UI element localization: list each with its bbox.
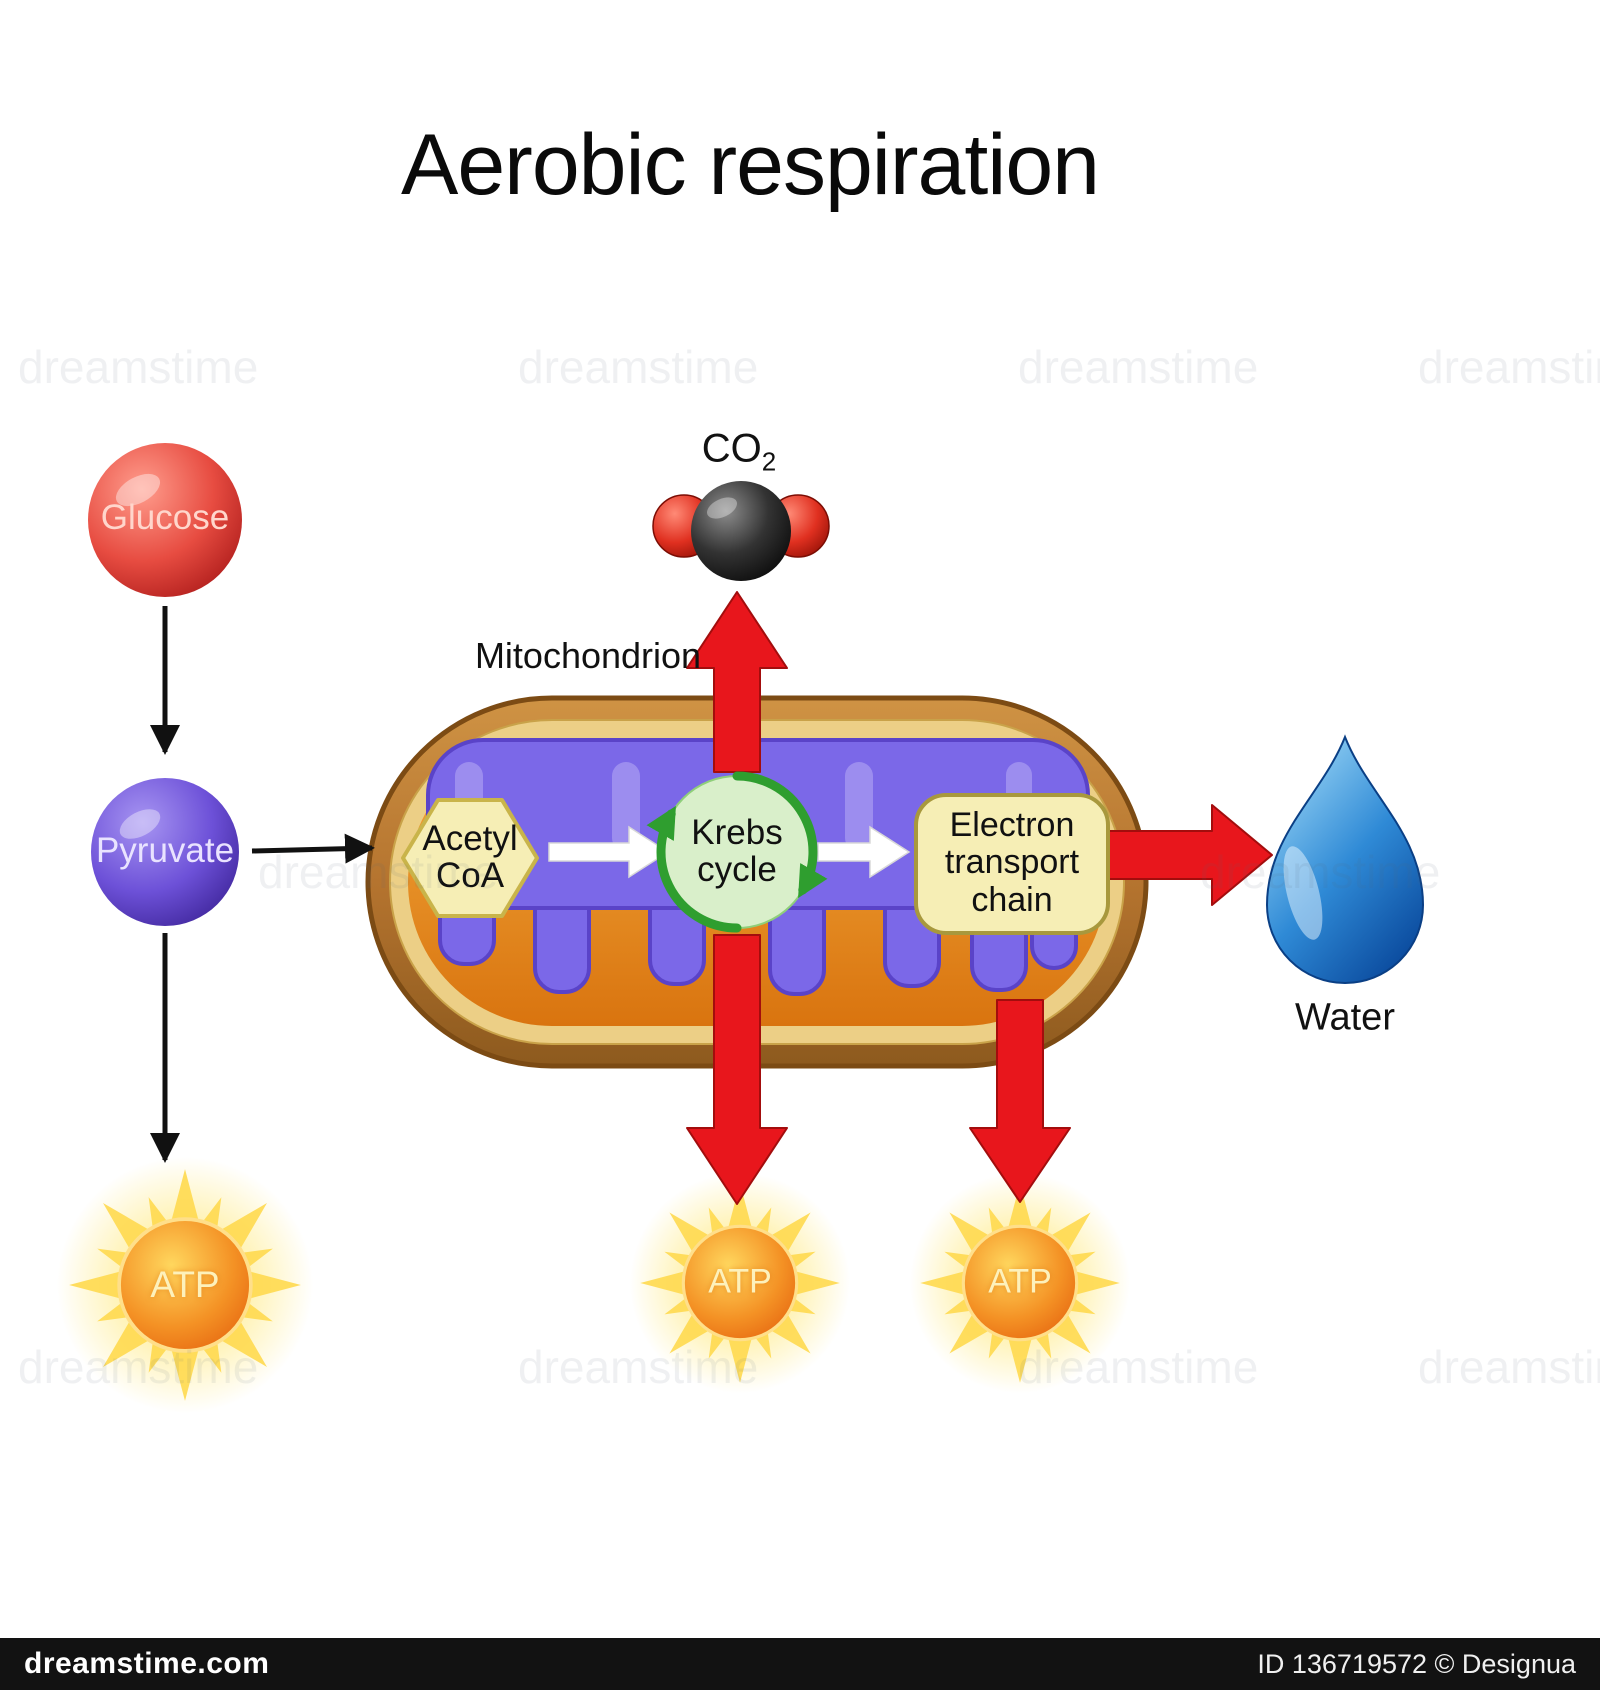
red-arrow-up-co2 (686, 591, 788, 773)
acetyl-line1: Acetyl (422, 818, 518, 858)
red-arrow-right-water (1107, 804, 1273, 906)
mitochondrion-label: Mitochondrion (474, 635, 702, 676)
pyruvate-sphere (91, 778, 239, 926)
co2-molecule (652, 481, 830, 581)
etc-line2: transport (944, 843, 1080, 882)
electron-transport-chain-label: Electron transport chain (944, 805, 1080, 919)
white-arrows (548, 825, 911, 879)
footer-credit: ID 136719572 © Designua (1257, 1648, 1576, 1679)
etc-line3: chain (971, 880, 1053, 919)
white-arrow-krebs-etc (817, 825, 911, 879)
red-arrow-down-etc-atp (969, 999, 1071, 1203)
white-arrow-acetyl-krebs (548, 825, 670, 879)
krebs-cycle-label: Krebs cycle (691, 814, 782, 888)
pyruvate-label: Pyruvate (95, 831, 235, 870)
acetyl-coa-label: Acetyl CoA (422, 820, 517, 894)
acetyl-coa-hexagon (401, 798, 539, 918)
black-arrow-pyruvate-mitochondrion (251, 833, 375, 864)
krebs-line2: cycle (697, 850, 777, 889)
atp-label-right: ATP (988, 1262, 1052, 1301)
red-arrows (686, 591, 1273, 1205)
footer-bar: dreamstime.com ID 136719572 © Designua (0, 1638, 1600, 1690)
water-label: Water (1295, 996, 1395, 1039)
acetyl-line2: CoA (435, 856, 505, 895)
black-arrows (150, 606, 375, 1163)
krebs-cycle-circle (646, 771, 828, 933)
water-droplet-icon (1265, 734, 1425, 984)
atp-label-middle: ATP (708, 1262, 772, 1301)
co2-base: CO (701, 426, 762, 471)
atp-label-left: ATP (150, 1264, 220, 1305)
co2-label: CO2 (702, 427, 776, 478)
red-arrow-down-krebs-atp (686, 934, 788, 1205)
footer-site: dreamstime.com (24, 1647, 270, 1680)
co2-subscript: 2 (761, 446, 777, 477)
krebs-line1: Krebs (691, 812, 783, 852)
page-title: Aerobic respiration (400, 117, 1100, 213)
glucose-sphere (88, 443, 242, 597)
glucose-label: Glucose (100, 498, 230, 537)
carbon-atom (691, 481, 791, 581)
electron-transport-chain-box (914, 793, 1110, 935)
etc-line1: Electron (949, 805, 1075, 844)
